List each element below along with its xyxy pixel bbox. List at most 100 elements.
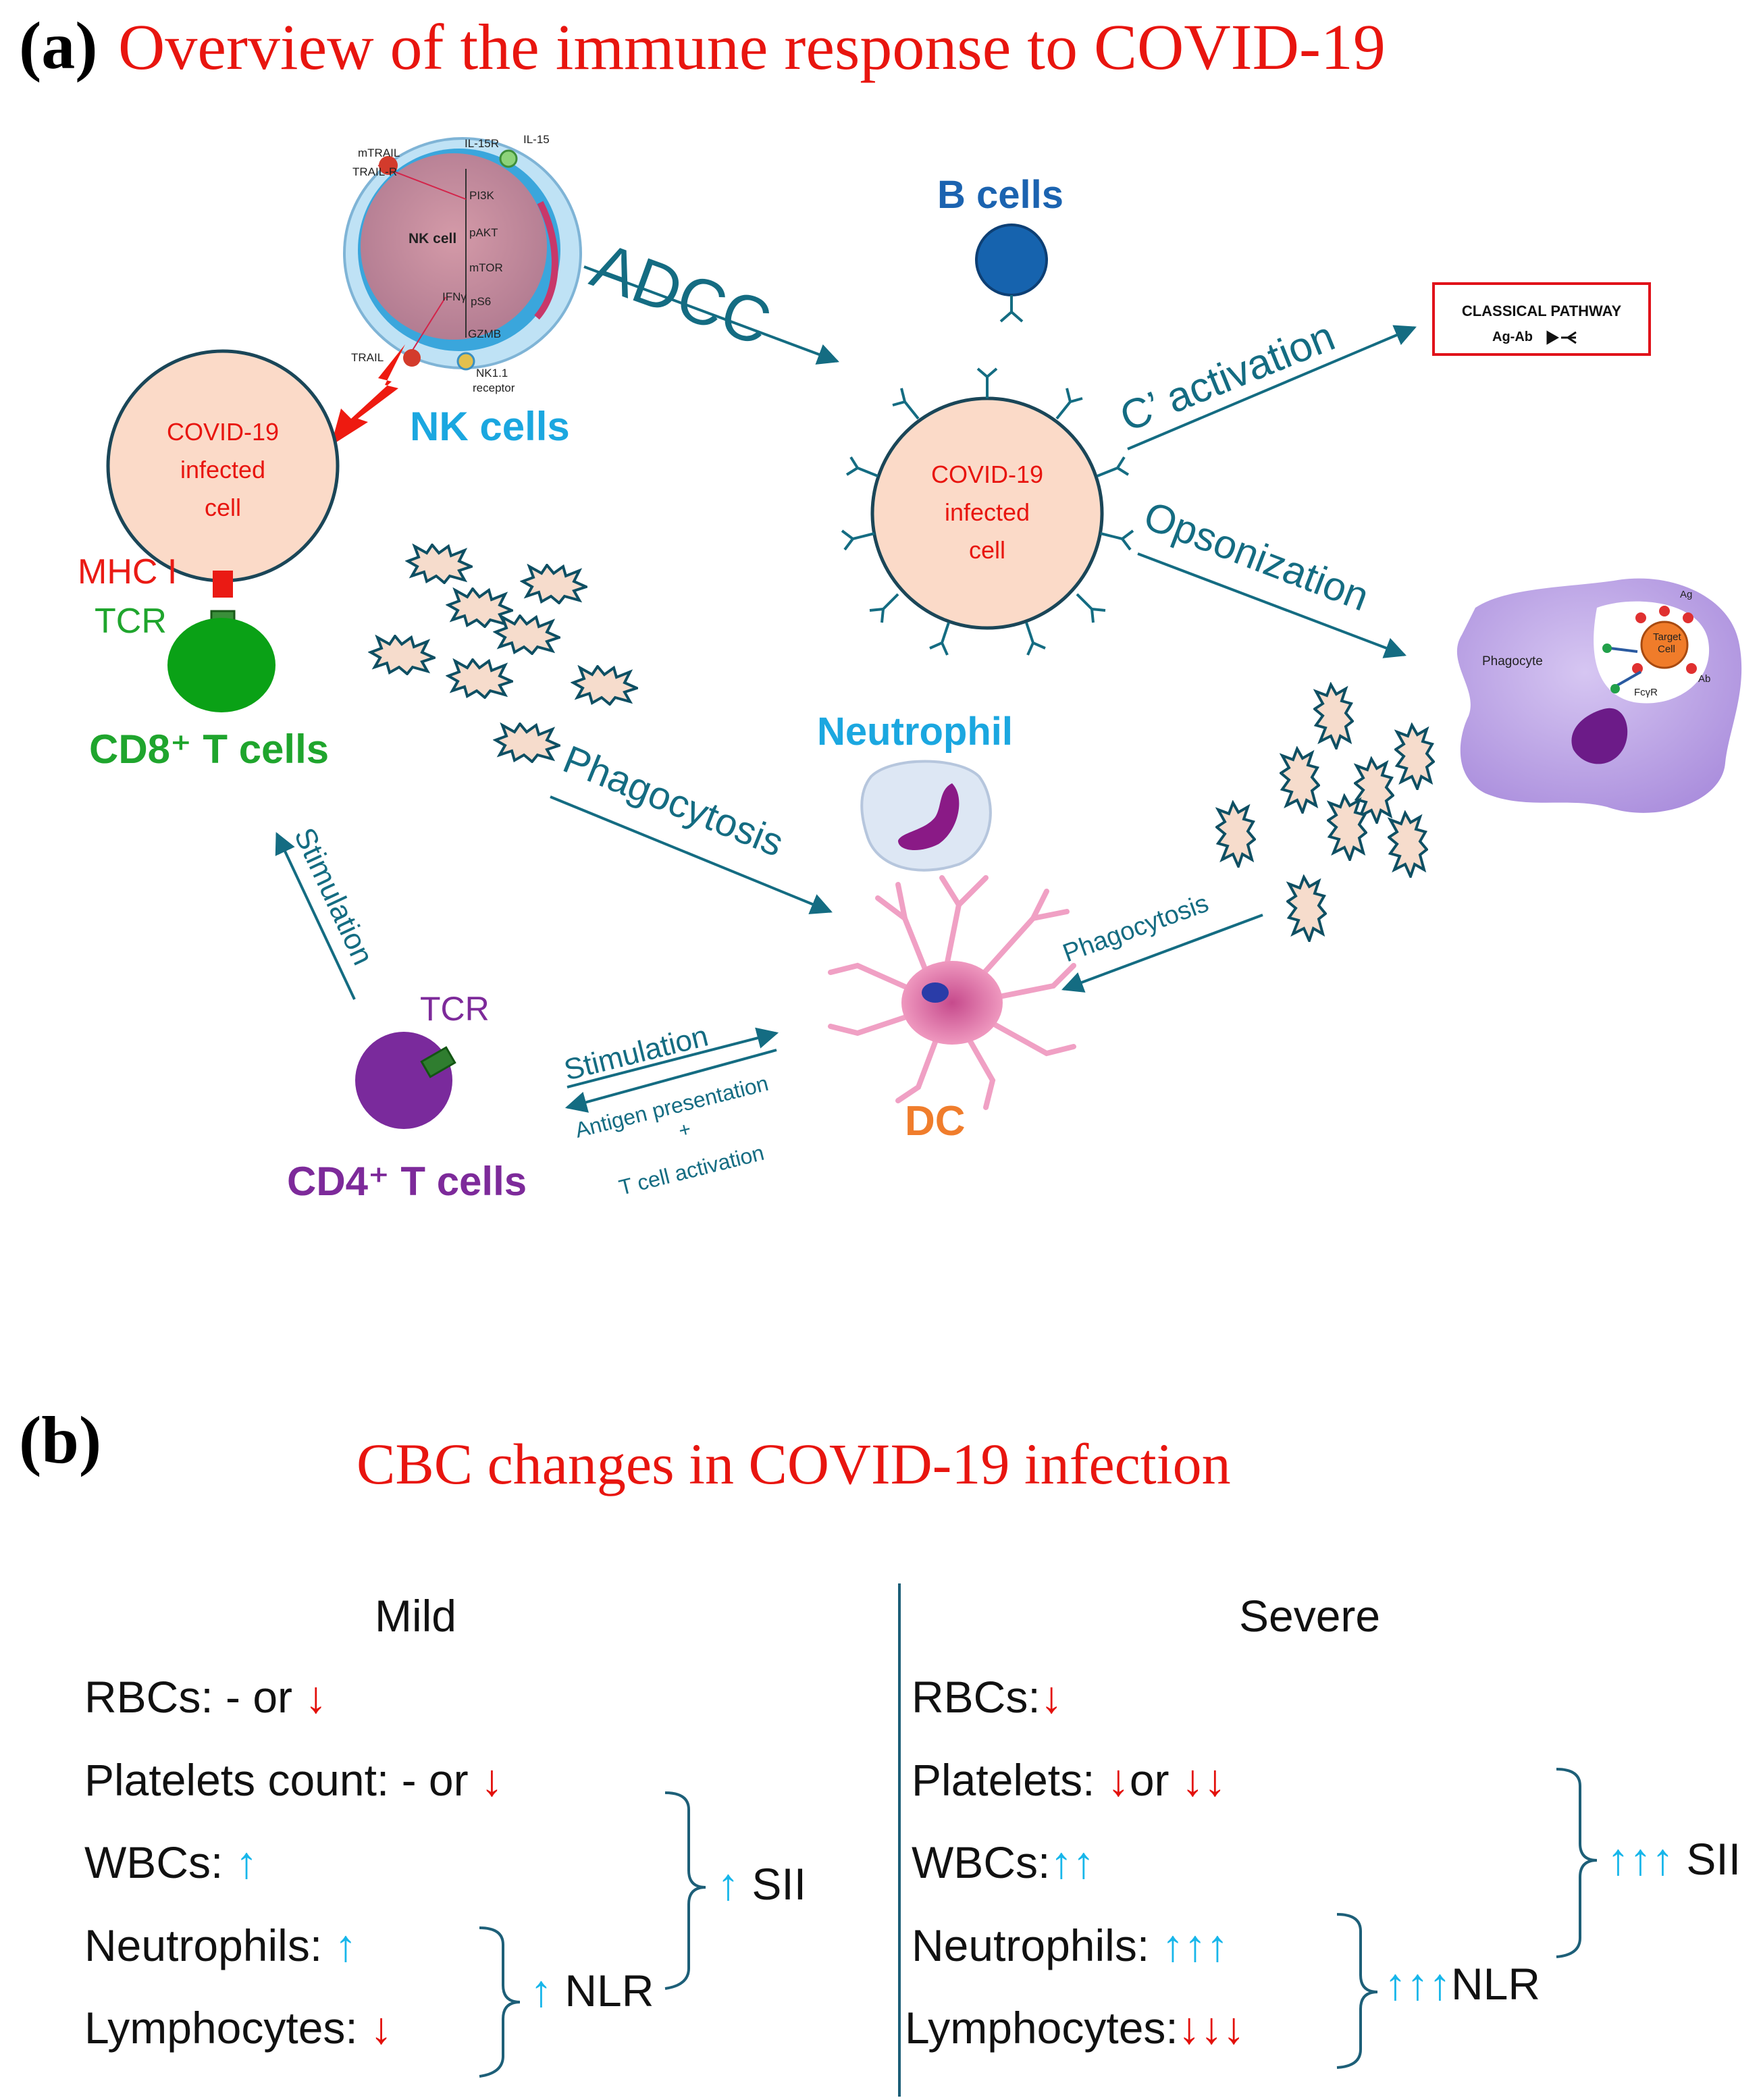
antigen-presentation-arrow [564, 1049, 777, 1113]
pi3k-label: PI3K [469, 189, 495, 202]
nk11-label: NK1.1 [476, 367, 508, 379]
severe-rbcs-label: RBCs: [912, 1672, 1041, 1722]
infected-cell-left-line1: COVID-19 [166, 418, 280, 446]
down-arrow-icon: ↓ [370, 2003, 393, 2053]
mild-sii-label: SII [752, 1859, 807, 1909]
b-cell-icon [975, 224, 1048, 323]
phagocytosis-label-right: Phagocytosis [1059, 889, 1213, 968]
infected-cell-right-text: COVID-19 infected cell [893, 456, 1082, 569]
up-arrow-icon: ↑ [1384, 1959, 1407, 2009]
mild-wbcs-label: WBCs: [84, 1837, 224, 1887]
severe-sii-row: ↑↑↑ SII [1607, 1833, 1741, 1885]
infected-cell-left-line2: infected [180, 456, 266, 483]
severe-platelets-or: or [1129, 1755, 1169, 1805]
gzmb-label: GZMB [468, 327, 501, 340]
mild-platelets-label: Platelets count: - or [84, 1755, 469, 1805]
classical-pathway-sub: Ag-Ab [1492, 330, 1533, 344]
down-arrow-icon: ↓ [1040, 1672, 1063, 1722]
mtor-label: mTOR [469, 261, 503, 274]
dendritic-cell-icon [828, 875, 1076, 1110]
mild-nlr-row: ↑ NLR [530, 1965, 654, 2016]
down-arrow-icon: ↓ [305, 1672, 327, 1722]
tcr-cd8-label: TCR [95, 602, 167, 641]
up-arrow-icon: ↑ [1161, 1920, 1184, 1970]
stimulation-arrow-dc [567, 1027, 779, 1088]
plus-label: + [677, 1118, 693, 1143]
target-cell-label: Cell [1658, 644, 1675, 655]
neutrophil-icon [860, 760, 992, 872]
mild-rbcs-label: RBCs: - or [84, 1672, 293, 1722]
tcr-cd4-block [420, 1046, 456, 1078]
bracket-lines [479, 1768, 1598, 2078]
down-arrow-icon: ↓ [1107, 1755, 1130, 1805]
mild-wbcs-row: WBCs: ↑ [84, 1837, 258, 1888]
cd4-t-cell [355, 1032, 452, 1129]
ifn-label: IFNγ [442, 290, 467, 303]
ab-label: Ab [1698, 673, 1710, 685]
neutrophil-label: Neutrophil [817, 710, 1013, 754]
severe-neutrophils-label: Neutrophils: [912, 1920, 1150, 1970]
receptor-label: receptor [473, 382, 515, 394]
severe-wbcs-row: WBCs:↑↑ [912, 1837, 1095, 1888]
down-arrow-icon: ↓ [1222, 2003, 1245, 2053]
up-arrow-icon: ↑ [1652, 1834, 1674, 1884]
ps6-label: pS6 [471, 295, 491, 308]
up-arrow-icon: ↑ [530, 1966, 552, 2016]
infected-cell-left-text: COVID-19 infected cell [128, 413, 317, 527]
cd4-t-cells-label: CD4⁺ T cells [287, 1159, 527, 1204]
phagocyte-labels: Phagocyte Target Cell Ag Ab FcγR [1482, 589, 1710, 698]
up-arrow-icon: ↑ [1407, 1959, 1429, 2009]
antigen-presentation-label: Antigen presentation [573, 1071, 771, 1143]
mild-heading: Mild [375, 1591, 457, 1641]
severe-nlr-label: NLR [1451, 1959, 1541, 2009]
mild-platelets-row: Platelets count: - or ↓ [84, 1754, 503, 1806]
classical-pathway-title: CLASSICAL PATHWAY [1462, 303, 1622, 319]
up-arrow-icon: ↑ [1429, 1959, 1451, 2009]
dc-label: DC [905, 1098, 966, 1145]
panel-a-label: (a) [19, 8, 98, 83]
trail-r-label: TRAIL-R [352, 165, 397, 178]
nk-cell-inner-label: NK cell [409, 231, 456, 246]
lightning-bolt-icon [331, 344, 405, 446]
severe-sii-label: SII [1686, 1834, 1741, 1884]
severe-heading: Severe [1239, 1591, 1381, 1641]
opsonization-arrow [1137, 552, 1407, 658]
up-arrow-icon: ↑ [1184, 1920, 1207, 1970]
mild-lymphocytes-row: Lymphocytes: ↓ [84, 2002, 392, 2053]
nk-cells-label: NK cells [410, 404, 570, 449]
target-label: Target [1653, 631, 1682, 643]
trail-bottom-label: TRAIL [351, 351, 384, 364]
down-arrow-icon: ↓ [1200, 2003, 1223, 2053]
dendritic-cell-nucleus [922, 982, 949, 1003]
infected-cell-right-line2: infected [944, 498, 1030, 526]
phagocyte-icon [1456, 578, 1742, 813]
down-arrow-icon: ↓ [480, 1755, 503, 1805]
cd8-t-cell [167, 618, 275, 712]
up-arrow-icon: ↑ [1072, 1837, 1095, 1887]
severe-platelets-row: Platelets: ↓or ↓↓ [912, 1754, 1226, 1806]
virus-particles-right [1215, 683, 1435, 942]
infected-cell-right [841, 367, 1134, 656]
phagocyte-label: Phagocyte [1482, 654, 1543, 668]
severe-lymphocytes-row: Lymphocytes:↓↓↓ [905, 2002, 1245, 2053]
t-cell-activation-label: T cell activation [616, 1140, 766, 1200]
antibody-symbol-icon [1546, 330, 1577, 345]
dendritic-cell-body [901, 961, 1003, 1045]
infected-cell-left-line3: cell [204, 494, 242, 521]
mtrail-label: mTRAIL [358, 147, 400, 159]
pakt-label: pAKT [469, 226, 498, 239]
up-arrow-icon: ↑ [1206, 1920, 1229, 1970]
mild-neutrophils-label: Neutrophils: [84, 1920, 323, 1970]
up-arrow-icon: ↑ [1629, 1834, 1652, 1884]
severe-nlr-row: ↑↑↑NLR [1384, 1958, 1540, 2010]
panel-b-title: CBC changes in COVID-19 infection [357, 1432, 1231, 1496]
severe-lymphocytes-label: Lymphocytes: [905, 2003, 1178, 2053]
severe-wbcs-label: WBCs: [912, 1837, 1051, 1887]
up-arrow-icon: ↑ [717, 1859, 739, 1909]
mild-lymphocytes-label: Lymphocytes: [84, 2003, 358, 2053]
c-activation-arrow [1127, 325, 1417, 450]
severe-rbcs-row: RBCs:↓ [912, 1671, 1063, 1723]
up-arrow-icon: ↑ [235, 1837, 258, 1887]
mhc-i-label: MHC I [78, 552, 178, 592]
infected-cell-right-line1: COVID-19 [930, 461, 1044, 488]
